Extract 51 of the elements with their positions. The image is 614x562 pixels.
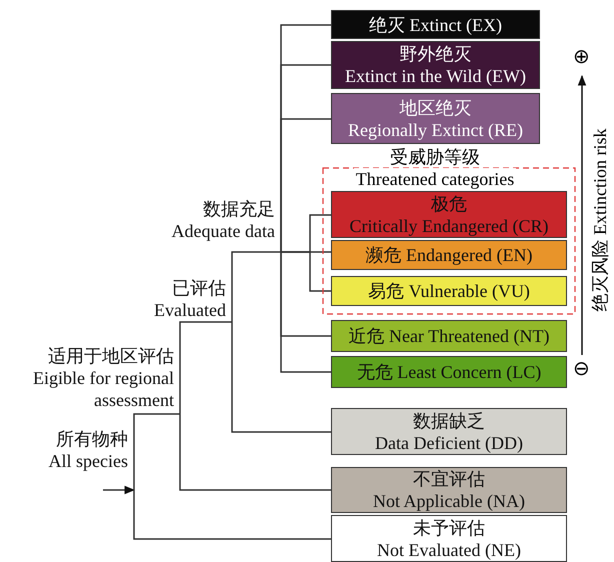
- branch-text: Evaluated: [154, 299, 226, 321]
- category-label: 近危 Near Threatened (NT): [348, 325, 550, 347]
- category-label: 绝灭 Extinct (EX): [369, 14, 502, 36]
- category-box: [331, 515, 567, 562]
- category-label: 未予评估: [413, 516, 485, 538]
- plus-sign: ⊕: [573, 47, 590, 67]
- category-label: Not Evaluated (NE): [377, 538, 521, 560]
- category-label: Regionally Extinct (RE): [348, 118, 523, 140]
- category-label: 易危 Vulnerable (VU): [368, 280, 530, 302]
- category-label: 极危: [431, 192, 467, 214]
- connector-line: [133, 413, 180, 500]
- category-box: [331, 356, 567, 388]
- category-box: [331, 408, 567, 455]
- branch-text: 适用于地区评估: [48, 345, 174, 367]
- category-label: Not Applicable (NA): [373, 490, 525, 512]
- connector-line: [231, 322, 331, 433]
- branch-text: Eigible for regional assessment: [32, 367, 174, 411]
- branch-text: 所有物种: [56, 428, 128, 450]
- category-box: [331, 320, 567, 352]
- category-box: [331, 93, 540, 144]
- minus-sign: ⊖: [573, 359, 590, 379]
- category-box: [331, 41, 540, 89]
- group-heading: 受威胁等级: [389, 146, 481, 168]
- axis-label: 绝灭风险 Extinction risk: [590, 128, 610, 312]
- category-label: Data Deficient (DD): [375, 432, 523, 454]
- connector-line: [280, 118, 331, 252]
- category-label: 濒危 Endangered (EN): [366, 244, 532, 266]
- branch-text: 数据充足: [203, 198, 275, 220]
- category-box: [331, 467, 567, 513]
- category-box: [331, 191, 567, 238]
- category-box: [331, 10, 540, 39]
- category-label: 不宜评估: [413, 468, 485, 490]
- branch-text: All species: [48, 450, 128, 472]
- category-label: Extinct in the Wild (EW): [345, 65, 526, 87]
- connector-line: [179, 414, 331, 491]
- connector-line: [179, 321, 232, 414]
- branch-text: 已评估: [172, 277, 226, 299]
- connector-line: [281, 251, 331, 292]
- category-label: 无危 Least Concern (LC): [356, 361, 542, 383]
- category-box: [331, 240, 567, 270]
- category-label: 野外绝灭: [400, 43, 472, 65]
- category-label: Critically Endangered (CR): [350, 214, 548, 236]
- category-label: 地区绝灭: [400, 96, 472, 118]
- arrow: [103, 486, 136, 494]
- category-label: 数据缺乏: [413, 410, 485, 432]
- branch-text: Adequate data: [172, 220, 275, 242]
- category-box: [331, 276, 567, 306]
- connector-line: [280, 252, 331, 373]
- group-heading: Threatened categories: [354, 168, 516, 190]
- connector-line: [231, 251, 281, 322]
- connector-line: [133, 500, 331, 540]
